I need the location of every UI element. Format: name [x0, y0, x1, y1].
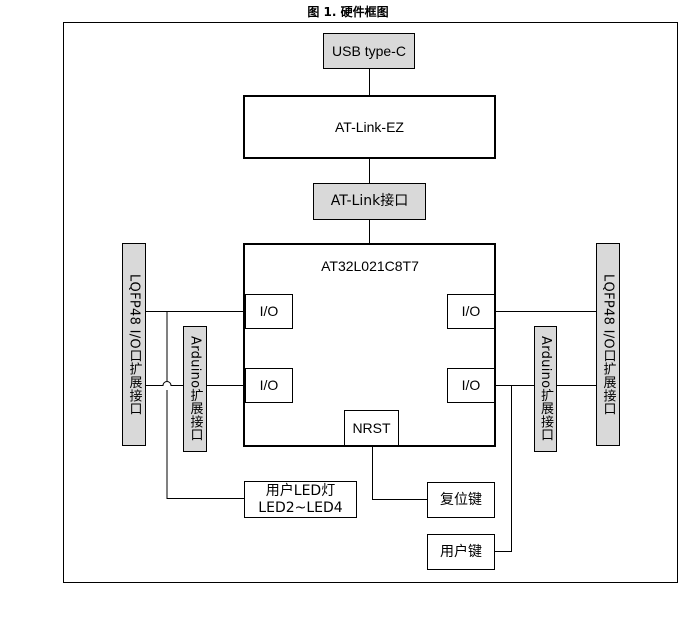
diagram-frame [63, 22, 678, 583]
user-led-line1: 用户LED灯 [265, 482, 336, 499]
arduino-right-block: Arduino扩展接口 [534, 326, 557, 452]
wire-led [166, 311, 244, 499]
user-led-block: 用户LED灯 LED2~LED4 [244, 481, 357, 518]
io-left-top: I/O [245, 294, 293, 329]
wire-lqfp-left-bus [146, 381, 183, 386]
wire-reset [372, 446, 427, 500]
mcu-label: AT32L021C8T7 [321, 258, 419, 274]
atlink-port-block: AT-Link接口 [313, 183, 426, 220]
io-left-bottom: I/O [245, 368, 293, 403]
io-right-bottom: I/O [447, 368, 495, 403]
io-right-top: I/O [447, 294, 495, 329]
user-led-line2: LED2~LED4 [258, 499, 343, 516]
user-key-block: 用户键 [427, 534, 495, 570]
arduino-left-block: Arduino扩展接口 [183, 326, 207, 452]
lqfp-left-block: LQFP48 I/O口扩展接口 [122, 243, 146, 446]
figure-caption: 图 1. 硬件框图 [307, 5, 389, 19]
wire-user-key [495, 385, 512, 552]
reset-key-block: 复位键 [427, 482, 495, 518]
atlink-ez-block: AT-Link-EZ [243, 95, 496, 159]
nrst-block: NRST [344, 410, 399, 446]
lqfp-right-block: LQFP48 I/O口扩展接口 [596, 243, 620, 446]
usb-type-c-block: USB type-C [323, 33, 415, 69]
